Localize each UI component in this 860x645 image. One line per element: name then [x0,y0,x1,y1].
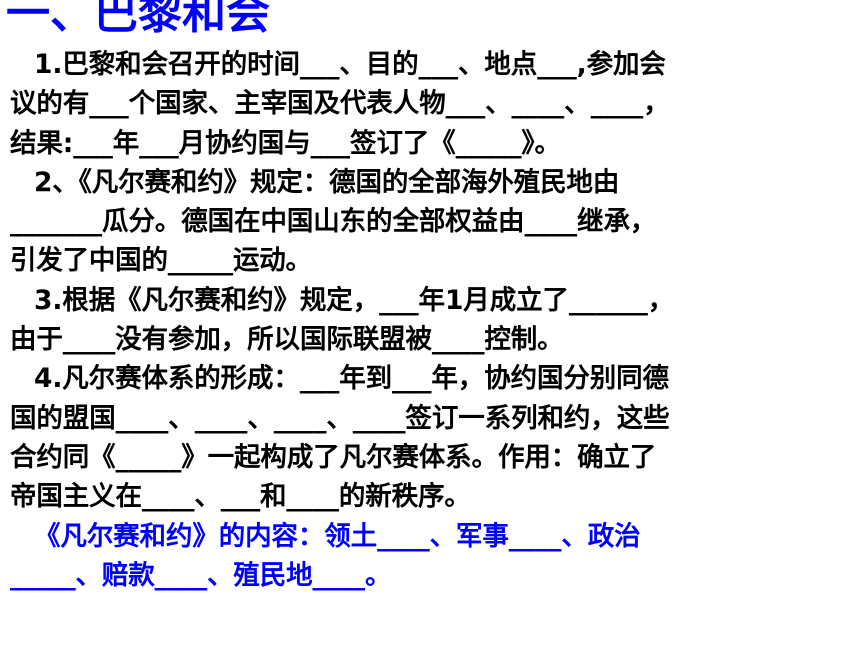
question-3-line-2: 由于____没有参加，所以国际联盟被____控制。 [10,324,564,356]
question-1-line-1: 1.巴黎和会召开的时间___、目的___、地点___,参加会 [34,49,666,80]
question-2-line-2: _______瓜分。德国在中国山东的全部权益由____继承， [10,206,657,238]
question-4-line-2: 国的盟国____、____、____、____签订一系列和约，这些 [10,402,670,434]
question-2-line-1: 2、《凡尔赛和约》规定：德国的全部海外殖民地由 [34,166,620,198]
question-1-line-2: 议的有___个国家、主宰国及代表人物___、____、____， [10,88,670,120]
exercise-text: 1.巴黎和会召开的时间___、目的___、地点___,参加会 议的有___个国家… [10,45,855,595]
question-4-line-4: 帝国主义在____、___和____的新秩序。 [10,481,471,513]
section-title: 一、巴黎和会 [6,0,270,39]
treaty-content-line-1: 《凡尔赛和约》的内容：领土____、军事____、政治 [34,520,641,552]
question-1-line-3: 结果:___年___月协约国与___签订了《_____》。 [10,127,561,159]
treaty-content-line-2: _____、赔款____、殖民地____。 [10,559,392,591]
question-4-line-3: 合约同《_____》一起构成了凡尔赛体系。作用：确立了 [10,441,657,473]
question-3-line-1: 3.根据《凡尔赛和约》规定，___年1月成立了______， [34,284,675,316]
question-4-line-1: 4.凡尔赛体系的形成：___年到___年，协约国分别同德 [34,363,669,395]
question-2-line-3: 引发了中国的_____运动。 [10,245,312,277]
